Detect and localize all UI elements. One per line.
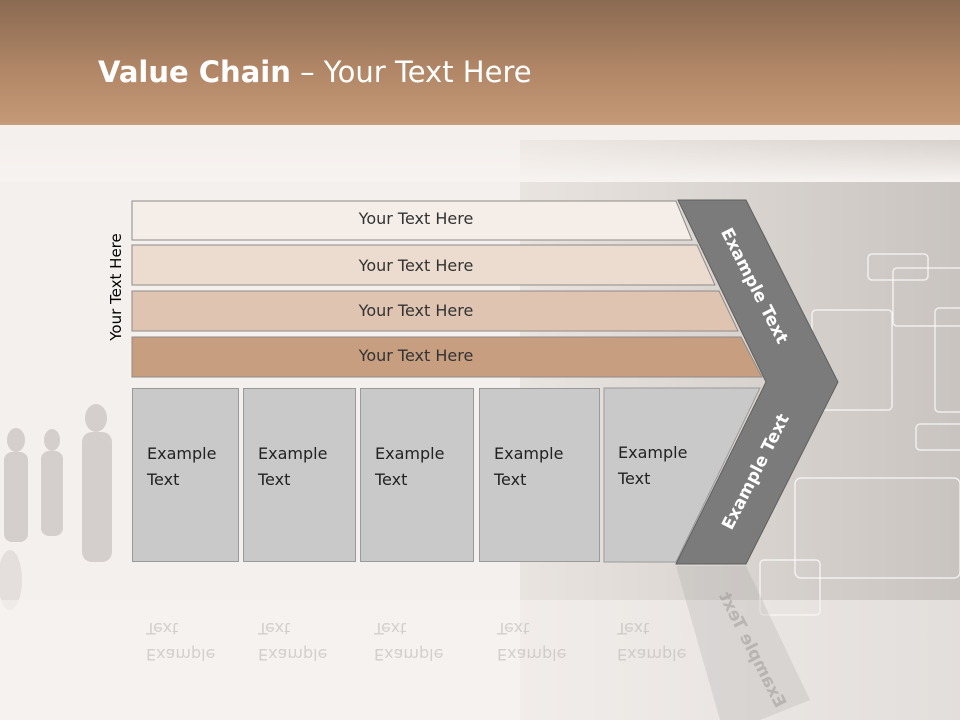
column-1-reflection-line2: Text [146, 619, 179, 638]
column-5-shape [603, 387, 761, 563]
column-3-line2: Text [375, 470, 408, 489]
slide-title: Value Chain – Your Text Here [98, 55, 532, 89]
column-3-line1: Example [375, 444, 445, 463]
chevron-reflection [676, 566, 810, 720]
column-5-reflection: Example Text [617, 615, 686, 667]
row-band-4 [131, 336, 763, 378]
row-band-3 [131, 290, 739, 332]
column-1-line2: Text [147, 470, 180, 489]
row-text-4: Your Text Here [358, 346, 474, 365]
column-4-reflection: Example Text [497, 615, 566, 667]
row-text-1: Your Text Here [358, 209, 474, 228]
column-5-reflection-line2: Text [617, 619, 650, 638]
column-2-reflection-line1: Example [258, 645, 328, 664]
column-4-reflection-line1: Example [497, 645, 567, 664]
column-1-reflection: Example Text [146, 615, 215, 667]
column-5-line1: Example [618, 443, 688, 462]
title-bold: Value Chain [98, 55, 291, 89]
column-2-reflection: Example Text [258, 615, 327, 667]
column-3-reflection-line2: Text [374, 619, 407, 638]
column-4-reflection-line2: Text [497, 619, 530, 638]
column-5-reflection-line1: Example [617, 645, 687, 664]
column-3-reflection: Example Text [374, 615, 443, 667]
chevron-arrow [675, 199, 839, 565]
row-band-2 [131, 244, 716, 286]
column-2-line2: Text [258, 470, 291, 489]
column-2-reflection-line2: Text [258, 619, 291, 638]
row-text-2: Your Text Here [358, 256, 474, 275]
title-rest: – Your Text Here [290, 55, 532, 89]
column-3-reflection-line1: Example [374, 645, 444, 664]
column-4-line2: Text [494, 470, 527, 489]
column-1-line1: Example [147, 444, 217, 463]
column-4-line1: Example [494, 444, 564, 463]
row-text-3: Your Text Here [358, 301, 474, 320]
column-2-line1: Example [258, 444, 328, 463]
column-1-reflection-line1: Example [146, 645, 216, 664]
column-5-line2: Text [618, 469, 651, 488]
row-band-1 [131, 200, 693, 241]
